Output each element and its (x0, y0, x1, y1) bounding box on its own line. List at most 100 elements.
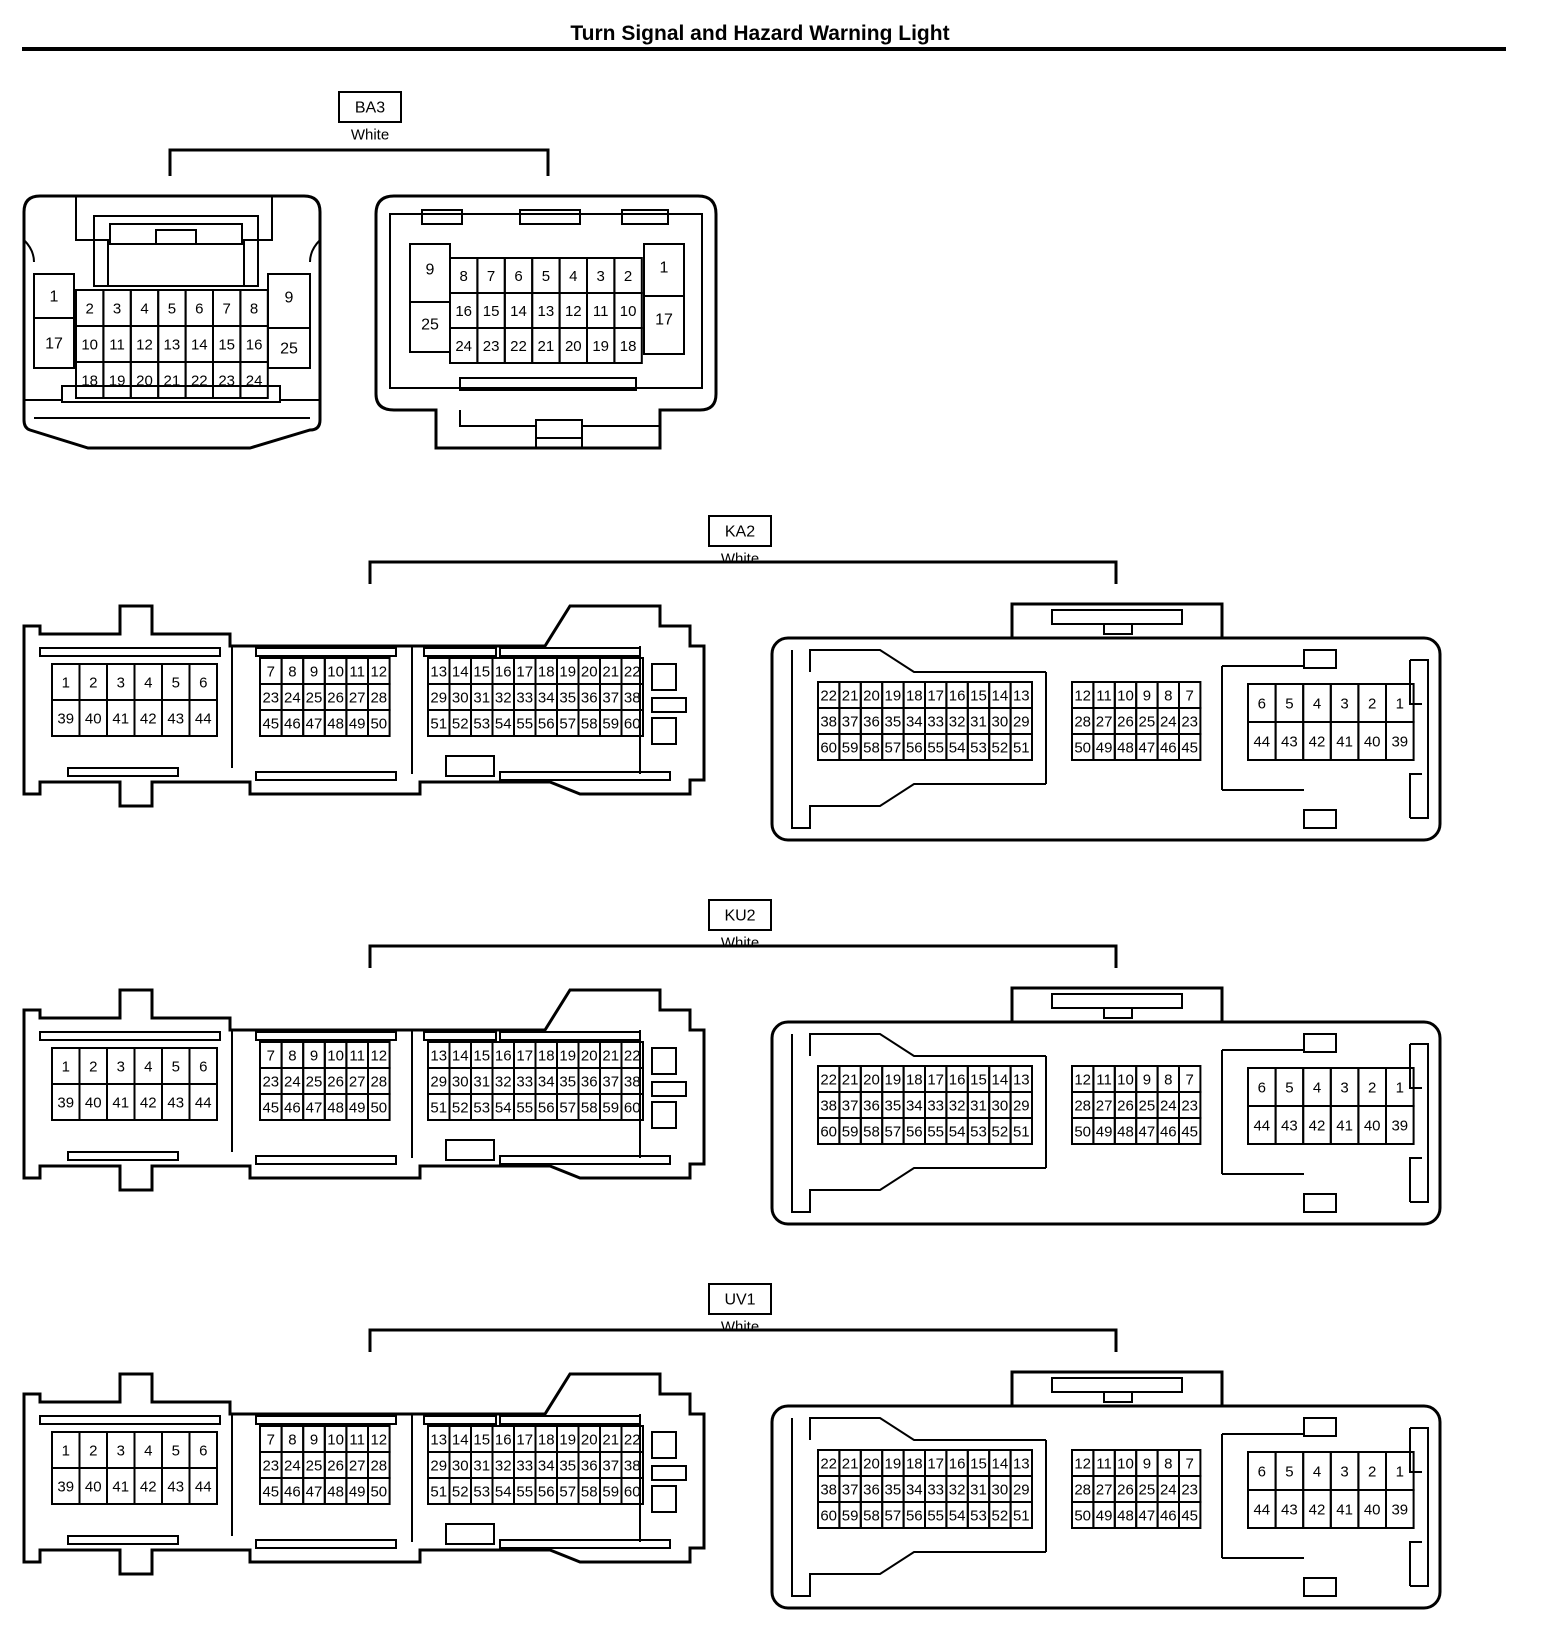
housing-outline (22, 604, 706, 808)
pin-number: 57 (559, 716, 576, 733)
pin-number: 10 (620, 303, 637, 320)
rail (499, 1155, 671, 1165)
pin-number: 24 (284, 690, 301, 707)
pin-number: 18 (538, 1432, 555, 1449)
pin-number: 6 (199, 1443, 207, 1460)
pin-number: 43 (1281, 1502, 1298, 1519)
pin-number: 47 (306, 716, 323, 733)
pin-number: 41 (112, 1479, 129, 1496)
pin-number: 47 (1139, 1508, 1156, 1525)
page-title: Turn Signal and Hazard Warning Light (570, 22, 949, 45)
pin-number: 39 (1391, 1118, 1408, 1135)
pin-number: 39 (57, 1479, 74, 1496)
pin-number: 36 (863, 1098, 880, 1115)
pin-number: 29 (1013, 1098, 1030, 1115)
pin-number: 17 (516, 1048, 533, 1065)
pin-number: 7 (1186, 1456, 1194, 1473)
pin-number: 60 (624, 1100, 641, 1117)
tab (1303, 1033, 1337, 1053)
pin-number: 48 (327, 1484, 344, 1501)
pin-number: 58 (581, 716, 598, 733)
inner-outline-left (791, 1417, 1046, 1597)
housing-outline (374, 194, 718, 450)
pin-cell (188, 1083, 218, 1121)
pin-number: 4 (569, 268, 577, 285)
pin-number: 44 (1253, 1118, 1270, 1135)
pin-number: 26 (327, 1458, 344, 1475)
rail (255, 1415, 397, 1425)
pin-number: 36 (581, 1458, 598, 1475)
pin-number: 11 (349, 1048, 365, 1065)
pin-number: 19 (559, 1432, 576, 1449)
pin-number: 44 (195, 711, 212, 728)
pin-number: 48 (1117, 740, 1134, 757)
pin-number: 55 (927, 1124, 944, 1141)
pin-number: 21 (842, 1072, 859, 1089)
pin-number: 34 (538, 1458, 555, 1475)
pin-number: 41 (1336, 1118, 1353, 1135)
pin-number: 9 (426, 262, 435, 279)
latch-left (75, 196, 109, 285)
pin-number: 43 (167, 711, 184, 728)
pin-number: 45 (1181, 1124, 1198, 1141)
pin-number: 43 (1281, 1118, 1298, 1135)
pin-number: 56 (906, 1124, 923, 1141)
pin-number: 59 (842, 1508, 859, 1525)
pin-number: 1 (62, 1443, 70, 1460)
pin-number: 4 (1313, 1080, 1321, 1097)
pin-number: 47 (306, 1100, 323, 1117)
pin-number: 54 (949, 1124, 966, 1141)
connector-color: White (721, 1319, 759, 1336)
latch-slot (1051, 993, 1183, 1009)
side-slot (651, 1465, 687, 1481)
pin-number: 42 (140, 711, 157, 728)
connector-color: White (351, 127, 389, 144)
side-slot (651, 1101, 677, 1129)
pin-number: 13 (1013, 1456, 1030, 1473)
pin-number: 14 (992, 688, 1009, 705)
rail (499, 1415, 641, 1425)
side-slot (651, 1081, 687, 1097)
pin-number: 12 (1074, 1456, 1091, 1473)
pin-number: 22 (624, 1048, 641, 1065)
pin-number: 60 (624, 1484, 641, 1501)
tab (1303, 1417, 1337, 1437)
pin-number: 5 (1285, 1080, 1293, 1097)
pin-number: 32 (495, 1074, 512, 1091)
pin-number: 55 (927, 740, 944, 757)
pin-number: 45 (1181, 740, 1198, 757)
pin-number: 34 (538, 1074, 555, 1091)
pin-number: 42 (1309, 1118, 1326, 1135)
pin-number: 13 (164, 337, 181, 354)
pin-number: 14 (452, 1048, 469, 1065)
side-clips (1409, 1043, 1429, 1203)
pin-number: 6 (1258, 1464, 1266, 1481)
pin-number: 46 (1160, 1508, 1177, 1525)
pin-number: 25 (306, 690, 323, 707)
pin-number: 43 (167, 1479, 184, 1496)
pin-number: 55 (516, 1484, 533, 1501)
pin-number: 45 (262, 716, 279, 733)
pin-number: 53 (970, 1124, 987, 1141)
pin-number: 13 (430, 1432, 447, 1449)
pin-number: 27 (349, 690, 366, 707)
pin-number: 53 (473, 1100, 490, 1117)
pin-number: 10 (81, 337, 98, 354)
connector-code-box (708, 1283, 772, 1315)
pin-number: 28 (1074, 1098, 1091, 1115)
pin-number: 14 (452, 1432, 469, 1449)
pin-number: 3 (117, 1059, 125, 1076)
pin-number: 9 (310, 1048, 318, 1065)
pin-number: 12 (136, 337, 153, 354)
pin-number: 59 (602, 1100, 619, 1117)
pin-number: 5 (1285, 1464, 1293, 1481)
pin-number: 35 (885, 1482, 902, 1499)
pin-number: 20 (565, 338, 582, 355)
pin-number: 26 (1117, 714, 1134, 731)
pin-number: 43 (167, 1095, 184, 1112)
rail (39, 647, 221, 657)
pin-number: 21 (602, 664, 619, 681)
side-slot (651, 697, 687, 713)
